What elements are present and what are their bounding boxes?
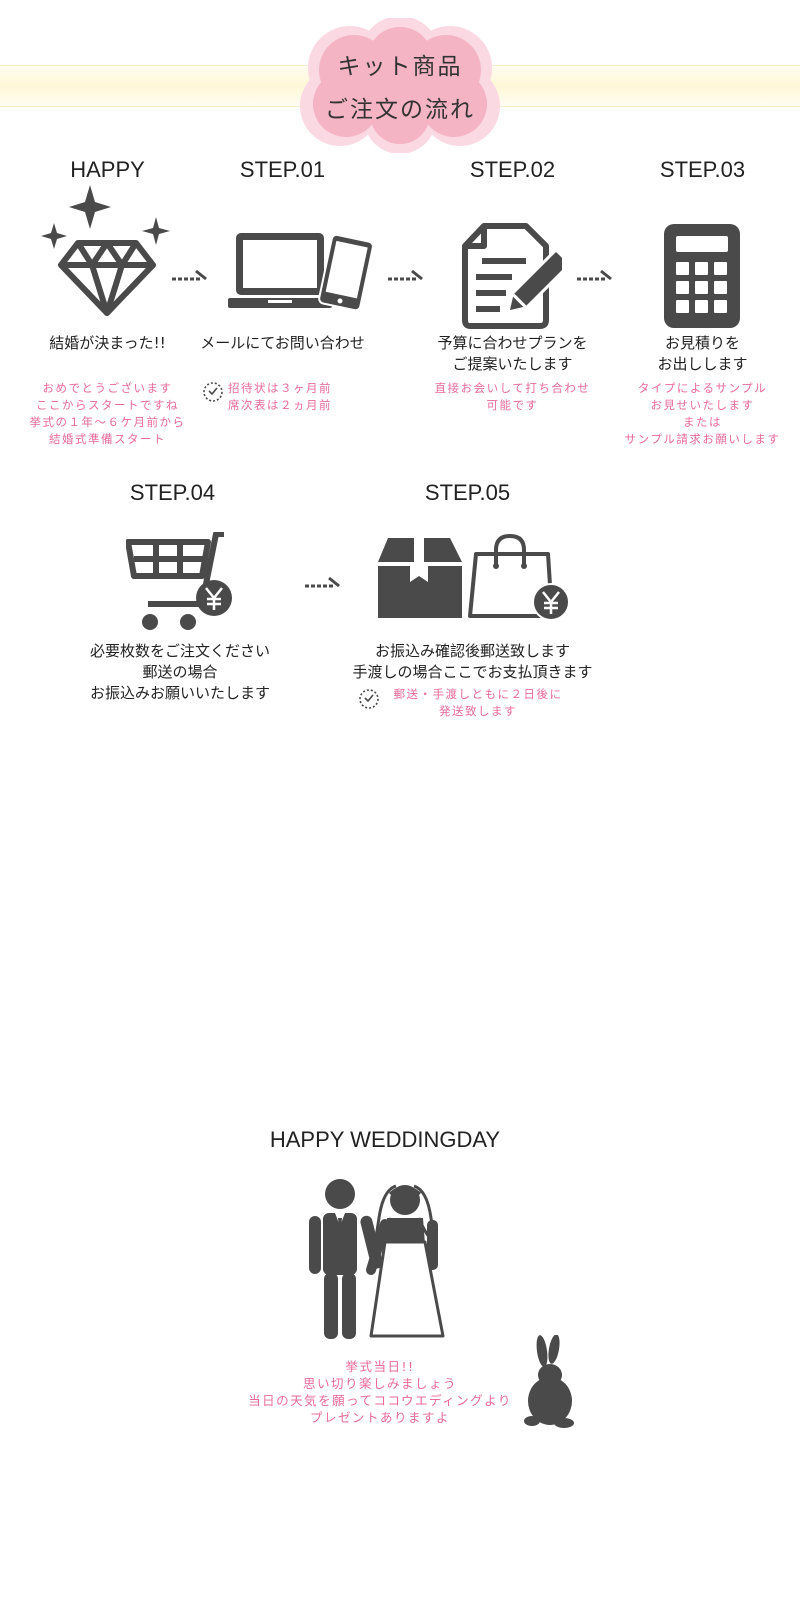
box-shopping-bag-yen-icon (378, 532, 578, 632)
note-line: 挙式当日!! (345, 1359, 415, 1374)
caption-line: お出しします (657, 355, 748, 373)
note-line: 挙式の１年～６ケ月前から (29, 415, 186, 429)
caption-line: ご提案いたします (452, 355, 573, 373)
calculator-icon (664, 224, 740, 328)
arrow-icon (577, 268, 619, 282)
step-title-04: STEP.04 (129, 480, 216, 505)
note-line: 可能です (486, 398, 539, 412)
step-caption-03: お見積りを お出しします (610, 333, 795, 375)
title-cloud (290, 16, 510, 154)
note-line: サンプル請求お願いします (624, 432, 781, 446)
arrow-icon (172, 268, 214, 282)
clock-icon (358, 688, 380, 710)
rabbit-silhouette-icon (520, 1335, 580, 1435)
note-line: プレゼントありますよ (309, 1410, 450, 1425)
step-caption-02: 予算に合わせプランを ご提案いたします (420, 333, 605, 375)
caption-line: お振込みお願いいたします (89, 684, 270, 702)
diamond-sparkle-icon (40, 185, 175, 325)
caption-line: 手渡しの場合ここでお支払頂きます (352, 663, 593, 681)
step-title-02: STEP.02 (469, 157, 556, 182)
wedding-title: HAPPY WEDDINGDAY (269, 1127, 501, 1152)
note-line: 結婚式準備スタート (49, 432, 166, 446)
banner-title-line2: ご注文の流れ (325, 97, 475, 123)
step-title-happy: HAPPY (70, 157, 145, 182)
step-notes-02: 直接お会いして打ち合わせ 可能です (415, 380, 610, 414)
note-line: タイプによるサンプル (637, 381, 768, 395)
banner-title-line1: キット商品 (337, 54, 463, 80)
note-line: おめでとうございます (42, 381, 173, 395)
clock-icon (202, 381, 224, 403)
step-title-05: STEP.05 (424, 480, 511, 505)
bride-groom-icon (305, 1178, 455, 1343)
arrow-icon (305, 575, 347, 589)
note-line: 当日の天気を願ってココウエディングより (248, 1393, 512, 1408)
step-caption-05: お振込み確認後郵送致します 手渡しの場合ここでお支払頂きます (340, 641, 605, 683)
step-notes-05: 郵送・手渡しともに２日後に 発送致します (383, 686, 573, 720)
caption-line: 予算に合わせプランを (437, 334, 588, 352)
arrow-icon (388, 268, 430, 282)
note-line: 直接お会いして打ち合わせ (434, 381, 591, 395)
note-line: 郵送・手渡しともに２日後に (393, 687, 563, 701)
shopping-cart-yen-icon (126, 532, 236, 640)
caption-line: お振込み確認後郵送致します (374, 642, 570, 660)
note-line: 発送致します (439, 704, 517, 718)
wedding-notes: 挙式当日!! 思い切り楽しみましょう 当日の天気を願ってココウエディングより プ… (240, 1358, 520, 1426)
laptop-tablet-icon (228, 228, 378, 318)
step-caption-01: メールにてお問い合わせ (200, 334, 365, 352)
step-caption-04: 必要枚数をご注文ください 郵送の場合 お振込みお願いいたします (75, 641, 285, 704)
note-line: 席次表は２ヵ月前 (228, 398, 332, 412)
note-line: または (683, 415, 722, 429)
note-line: 思い切り楽しみましょう (302, 1376, 457, 1391)
step-title-01: STEP.01 (239, 157, 326, 182)
step-title-03: STEP.03 (659, 157, 746, 182)
step-notes-happy: おめでとうございます ここからスタートですね 挙式の１年～６ケ月前から 結婚式準… (10, 380, 205, 448)
caption-line: お見積りを (664, 334, 740, 352)
note-line: 招待状は３ヶ月前 (228, 381, 332, 395)
step-notes-01: 招待状は３ヶ月前 席次表は２ヵ月前 (228, 380, 332, 414)
document-pen-icon (462, 222, 562, 330)
step-caption-happy: 結婚が決まった!! (49, 334, 166, 352)
caption-line: 郵送の場合 (142, 663, 218, 681)
note-line: お見せいたします (650, 398, 755, 412)
step-notes-03: タイプによるサンプル お見せいたします または サンプル請求お願いします (610, 380, 795, 448)
caption-line: 必要枚数をご注文ください (89, 642, 270, 660)
note-line: ここからスタートですね (36, 398, 179, 412)
